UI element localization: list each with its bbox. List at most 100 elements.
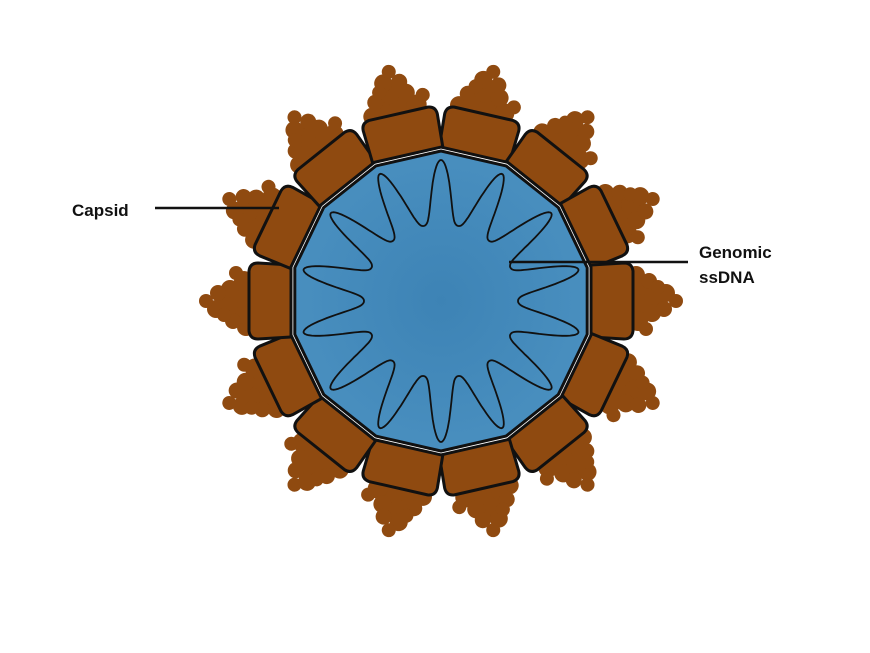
capsid-subunit-body [293, 129, 378, 208]
capsid-knob [606, 408, 621, 423]
capsid-label: Capsid [72, 201, 129, 220]
capsid-subunit [285, 110, 378, 208]
capsid-knob [578, 123, 595, 140]
capsid-knob [287, 133, 302, 148]
capsid-knob [210, 285, 226, 301]
capsid-knob [229, 266, 243, 280]
capsid-knob [232, 212, 247, 227]
capsid-subunit [504, 110, 598, 208]
capsid-subunit-body [589, 261, 635, 341]
capsid-subunit-body [504, 394, 589, 473]
capsid-knob [415, 87, 430, 102]
capsid-knob [486, 64, 501, 79]
capsid-subunit [222, 332, 324, 419]
capsid-subunit-knob-cluster [199, 266, 255, 336]
genomic-ssdna-strand [302, 159, 580, 443]
capsid-subunit [361, 437, 445, 538]
capsid-subunit-body [437, 437, 521, 497]
capsid-knob [287, 477, 302, 492]
capsid-knob [284, 436, 299, 451]
capsid-knob [373, 495, 392, 514]
capsid-knob [361, 487, 376, 502]
capsid-knob [565, 472, 582, 489]
capsid-knob [372, 85, 387, 100]
capsid-subunit [199, 261, 293, 341]
capsid-subunit [558, 332, 660, 423]
capsid-knob [583, 151, 598, 166]
capsid-knob [381, 523, 396, 538]
capsid-subunit-body [437, 105, 521, 165]
capsid-knob [247, 189, 266, 208]
capsid-knob [539, 471, 554, 486]
capsid-knob [399, 508, 414, 523]
capsid-knob [495, 502, 510, 517]
capsid-subunit-body [252, 184, 324, 270]
capsid-knob [645, 192, 660, 207]
capsid-subunit-body [252, 332, 324, 418]
capsid-subunit-body [247, 261, 293, 341]
capsid-knob [235, 189, 252, 206]
capsid-knob [254, 401, 271, 418]
capsid-subunit-knob-cluster [627, 266, 683, 336]
capsid-knob [309, 472, 324, 487]
capsid-knob [217, 308, 231, 322]
genomic-label-line1: Genomic [699, 243, 772, 262]
capsid-knob [199, 294, 213, 308]
capsid-knob [623, 187, 638, 202]
capsid-knob [228, 382, 245, 399]
capsid-knob [486, 523, 501, 538]
capsid-subunit-body [504, 129, 589, 208]
capsid-knob [630, 230, 645, 245]
capsid-knob [639, 322, 653, 336]
capsid-knob [287, 110, 302, 125]
capsid-knob [474, 512, 491, 529]
capsid-knob [287, 462, 304, 479]
capsid-subunit [284, 394, 378, 492]
capsid-knob [452, 500, 467, 515]
capsid-subunit [589, 261, 683, 341]
capsid-knob [656, 301, 672, 317]
capsid-knob [645, 395, 660, 410]
ssdna-label-line2: ssDNA [699, 268, 755, 287]
capsid-subunit-body [558, 332, 630, 418]
capsid-subunit [504, 394, 597, 492]
capsid-knob [222, 395, 237, 410]
capsid-knob [222, 192, 237, 207]
capsid-knob [558, 115, 573, 130]
capsid-knob [616, 394, 635, 413]
capsid-knob [375, 508, 392, 525]
capsid-subunit [437, 437, 521, 538]
capsid-knob [300, 113, 317, 130]
virus-interior [293, 149, 589, 453]
capsid-knob [287, 142, 304, 159]
capsid-subunit [558, 183, 660, 270]
capsid-knob [580, 454, 595, 469]
capsid-knob [237, 357, 252, 372]
capsid-shell [199, 64, 683, 538]
capsid-subunit-body [558, 184, 630, 270]
capsid-subunit-body [361, 437, 445, 497]
capsid-knob [651, 280, 665, 294]
capsid-knob [669, 294, 683, 308]
capsid-knob [630, 396, 647, 413]
capsid-subunit-knob-cluster [284, 432, 349, 492]
capsid-knob [578, 443, 595, 460]
capsid-knob [611, 184, 628, 201]
capsid-knob [328, 116, 343, 131]
capsid-subunit [437, 64, 521, 165]
capsid-knob [637, 203, 654, 220]
capsid-subunit [222, 179, 324, 270]
capsid-knob [580, 110, 595, 125]
capsid-knob [468, 79, 483, 94]
capsid-knob [635, 375, 650, 390]
capsid-knob [381, 64, 396, 79]
capsid-subunit-body [293, 394, 378, 473]
capsid-knob [244, 400, 259, 415]
capsid-knob [490, 77, 507, 94]
capsid-knob [490, 88, 509, 107]
capsid-knob [580, 477, 595, 492]
capsid-knob [391, 73, 408, 90]
capsid-subunit [361, 64, 445, 165]
capsid-knob [261, 179, 276, 194]
